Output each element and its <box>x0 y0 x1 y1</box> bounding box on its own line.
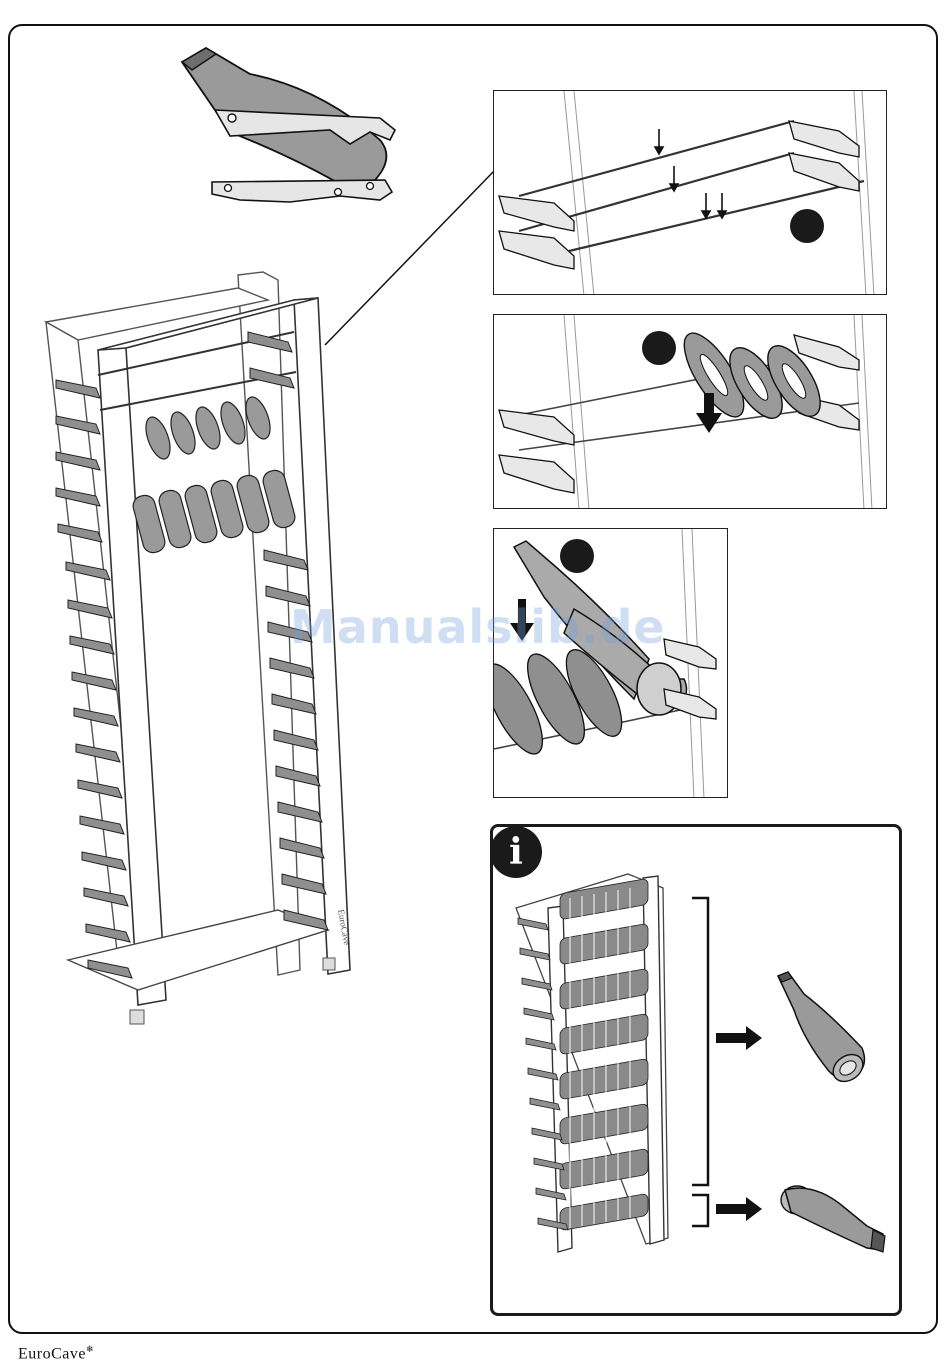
rods-illustration <box>494 91 887 295</box>
step-badge-bottles <box>560 539 594 573</box>
upright-bottle-icon <box>770 970 880 1090</box>
info-rack-illustration <box>508 868 678 1258</box>
step-panel-rods <box>493 90 887 295</box>
logo-text: EuroCave <box>18 1345 86 1362</box>
step-badge-cradles <box>642 331 676 365</box>
bottles-illustration <box>494 529 728 798</box>
step-panel-cradles <box>493 314 887 509</box>
watermark: Manualslib.de <box>290 600 666 654</box>
rack-assembly-illustration: EuroCave <box>38 270 358 1040</box>
cradles-illustration <box>494 315 887 509</box>
eurocave-logo: EuroCave❄ <box>18 1344 94 1363</box>
snowflake-icon: ❄ <box>86 1344 94 1354</box>
step-panel-bottles <box>493 528 728 798</box>
lying-bottle-icon <box>775 1178 890 1258</box>
step-badge-rods <box>790 209 824 243</box>
